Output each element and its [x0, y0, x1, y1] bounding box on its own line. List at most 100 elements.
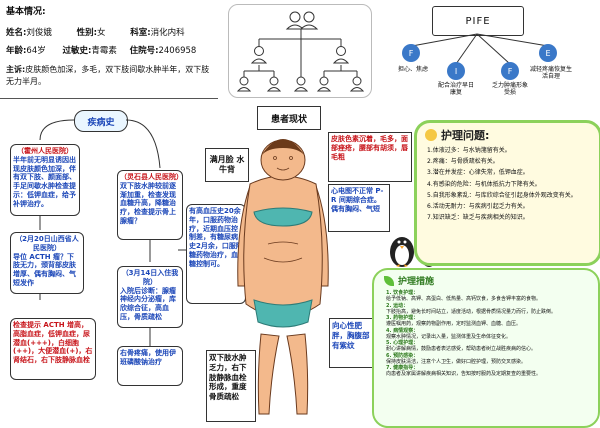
measure-item: 1. 饮食护理：: [386, 290, 419, 296]
basic-info-title: 基本情况:: [6, 7, 46, 17]
basic-info-row2: 年龄:64岁 过敏史:青霉素 住院号:2406958: [6, 44, 196, 56]
basic-info-divider: [0, 98, 218, 99]
problems-title: 护理问题:: [441, 129, 490, 142]
measure-item: 7. 健康指导：: [386, 365, 419, 371]
problems-list: 1.体液过多：与水钠潴留有关。 2.疼痛：与骨质疏松有关。 3.潜在并发症：心律…: [427, 147, 593, 221]
problem-item: 3.潜在并发症：心律失常，低钾血症。: [427, 169, 529, 177]
complaint-label: 主诉:: [6, 65, 26, 74]
dept-label: 科室:: [130, 28, 151, 38]
face-label-box: 满月脸 水牛背: [205, 148, 249, 182]
measure-item: 5. 心理护理：: [386, 340, 419, 346]
pife-caption-i: 配合治疗早日康复: [437, 82, 474, 97]
history-box-1: （霍州人民医院） 半年前无明显诱因出现皮肤颜色加深，伴有双下肢、颜面部、手足间歇…: [10, 144, 80, 216]
history-box-6: 右骨疼痛，使用伊班磷酸钠治疗: [117, 346, 183, 386]
history-title-banner: 疾病史: [74, 110, 128, 132]
problem-item: 6.活动无耐力：与疾病引起乏力有关。: [427, 202, 529, 210]
history-box-7-text: 有高血压史20余年，口服药物治疗，近期血压控制差，有糖尿病史2月余，口服降糖药物…: [189, 207, 243, 268]
measures-panel: 护理措施 1. 饮食护理： 给予低钠、高钾、高蛋白、低热量、高钙饮食，多食含钾丰…: [372, 268, 600, 428]
history-box-1-title: （霍州人民医院）: [17, 147, 73, 155]
problems-panel: 护理问题: 1.体液过多：与水钠潴留有关。 2.疼痛：与骨质疏松有关。 3.潜在…: [414, 120, 600, 266]
allergy-value: 青霉素: [91, 46, 117, 56]
bed-value: 2406958: [158, 46, 197, 56]
penguin-icon: [390, 237, 414, 267]
patient-figure: [237, 139, 329, 415]
bed-label: 住院号:: [129, 46, 159, 56]
measure-item: 6. 预防感染：: [386, 352, 419, 359]
pife-node-f2: F: [501, 62, 519, 80]
family-tree-diagram: [236, 11, 365, 92]
basic-info-row1: 姓名:刘俊娥 性别:女 科室:消化内科: [6, 26, 185, 38]
history-box-2-text: 导位 ACTH 瘤？下肢无力，颈背部皮肤增厚、偶有胸闷、气短发作: [13, 252, 76, 287]
patient-title-box: 患者现状: [257, 106, 321, 130]
patient-title: 患者现状: [270, 114, 307, 125]
measure-item: 给予低钠、高钾、高蛋白、低热量、高钙饮食，多食含钾丰富的食物。: [386, 296, 542, 303]
history-box-3: 检查提示 ACTH 增高，高脂血症，低钾血症，尿潜血(+++)，白细胞(++)，…: [10, 318, 96, 380]
measure-item: 观察水肿情况，记录出入量，监测体重及生命体征变化。: [386, 333, 512, 340]
measures-title: 护理措施: [398, 277, 435, 287]
history-box-3-text: 检查提示 ACTH 增高，高脂血症，低钾血症，尿潜血(+++)，白细胞(++)，…: [13, 321, 93, 364]
heart-text: 心电图不正常 P-R 间期综合症。偶有胸闷、气短: [331, 187, 384, 213]
problem-item: 7.知识缺乏：缺乏与疾病相关的知识。: [427, 214, 529, 222]
problems-title-row: 护理问题:: [425, 127, 489, 143]
problem-item: 1.体液过多：与水钠潴留有关。: [427, 147, 511, 154]
pife-letter-f1: F: [408, 48, 414, 58]
pife-caption-f1: 担心、焦虑: [397, 66, 428, 73]
measure-item: 4. 病情观察：: [386, 327, 419, 334]
legs-text: 双下肢水肿乏力，右下肢静脉血栓形成，重度骨质疏松: [209, 353, 247, 401]
history-title: 疾病史: [87, 117, 115, 128]
history-box-5-title: （3月14日入住我院）: [121, 269, 179, 286]
pife-panel: PIFE F 担心、焦虑 I 配合治疗早日康复 F 乏力肿痛形象受损 E 减轻疼…: [378, 2, 596, 112]
dept-value: 消化内科: [150, 28, 185, 38]
history-box-4: （灵石县人民医院） 双下肢水肿较前逐渐加重，检查发现血糖升高，降糖治疗，检查提示…: [117, 170, 183, 240]
lightbulb-icon: [425, 129, 437, 141]
age-label: 年龄:: [6, 46, 27, 56]
pife-node-e: E: [539, 44, 557, 62]
complaint: 主诉:皮肤颜色加深，多毛，双下肢间歇水肿半年，双下肢无力半月。: [6, 64, 214, 87]
pife-title-box: PIFE: [432, 6, 524, 36]
age-value: 64岁: [26, 46, 46, 56]
heart-box: 心电图不正常 P-R 间期综合症。偶有胸闷、气短: [328, 184, 390, 232]
skin-text: 皮肤色素沉着，毛多，面部痤疮，腰部有胡须，唇毛粗: [331, 135, 408, 161]
measure-item: 3. 药物护理：: [386, 315, 419, 321]
history-box-1-text: 半年前无明显诱因出现皮肤颜色加深，伴有双下肢、颜面部、手足间歇水肿检查提示：低钾…: [13, 155, 76, 208]
pife-caption-e: 减轻疼痛恢复生活自理: [530, 66, 573, 81]
problem-item: 2.疼痛：与骨质疏松有关。: [427, 158, 499, 166]
pife-letter-e: E: [545, 48, 551, 58]
history-box-2-title: （2月20日山西省人民医院）: [15, 235, 79, 252]
problem-item: 4.有感染的危险：与机体抵抗力下降有关。: [427, 180, 541, 188]
pife-letter-i: I: [454, 66, 458, 76]
basic-info-panel: 基本情况: 姓名:刘俊娥 性别:女 科室:消化内科 年龄:64岁 过敏史:青霉素…: [0, 0, 218, 99]
complaint-value: 皮肤颜色加深，多毛，双下肢间歇水肿半年，双下肢无力半月。: [6, 65, 210, 86]
pife-node-i: I: [447, 62, 465, 80]
pife-node-f1: F: [402, 44, 420, 62]
history-box-5: （3月14日入住我院） 入院后诊断：腺瘤神经内分泌瘤，库欣综合征，高血压，骨质疏…: [117, 266, 183, 328]
pife-connectors: [411, 33, 549, 65]
face-label: 满月脸 水牛背: [209, 154, 245, 174]
center-text: 向心性肥胖，胸腹部有紫纹: [332, 321, 370, 350]
measures-title-row: 护理措施: [384, 274, 434, 287]
center-box: 向心性肥胖，胸腹部有紫纹: [329, 318, 379, 368]
name-value: 刘俊娥: [26, 28, 52, 38]
family-panel: [228, 4, 372, 98]
history-box-7: 有高血压史20余年，口服药物治疗，近期血压控制差，有糖尿病史2月余，口服降糖药物…: [186, 204, 246, 304]
allergy-label: 过敏史:: [62, 46, 92, 56]
skin-box: 皮肤色素沉着，毛多，面部痤疮，腰部有胡须，唇毛粗: [328, 132, 412, 182]
history-box-4-text: 双下肢水肿较前逐渐加重，检查发现血糖升高，降糖治疗，检查提示骨上腺瘤？: [120, 181, 176, 225]
history-box-4-title: （灵石县人民医院）: [120, 173, 183, 181]
measure-item: 遵医嘱用药，观察药物副作用，定时监测血钾、血糖、血压。: [386, 321, 522, 328]
pife-caption-f2: 乏力肿痛形象受损: [491, 82, 528, 97]
history-box-5-text: 入院后诊断：腺瘤神经内分泌瘤，库欣综合征，高血压，骨质疏松: [120, 286, 176, 321]
measure-item: 2. 运动：: [386, 302, 409, 309]
history-box-6-text: 右骨疼痛，使用伊班磷酸钠治疗: [120, 349, 176, 366]
pife-title: PIFE: [465, 15, 491, 27]
measures-list: 1. 饮食护理： 给予低钠、高钾、高蛋白、低热量、高钙饮食，多食含钾丰富的食物。…: [386, 290, 592, 378]
problem-item: 5.自我形象紊乱：与库欣综合征引起身体外观改变有关。: [427, 191, 577, 199]
leaf-icon: [384, 275, 394, 286]
legs-box: 双下肢水肿乏力，右下肢静脉血栓形成，重度骨质疏松: [206, 350, 256, 422]
gender-label: 性别:: [76, 28, 98, 38]
pife-letter-f2: F: [507, 66, 513, 76]
name-label: 姓名:: [6, 28, 27, 38]
history-box-2: （2月20日山西省人民医院） 导位 ACTH 瘤？下肢无力，颈背部皮肤增厚、偶有…: [10, 232, 84, 294]
gender-value: 女: [97, 28, 106, 38]
